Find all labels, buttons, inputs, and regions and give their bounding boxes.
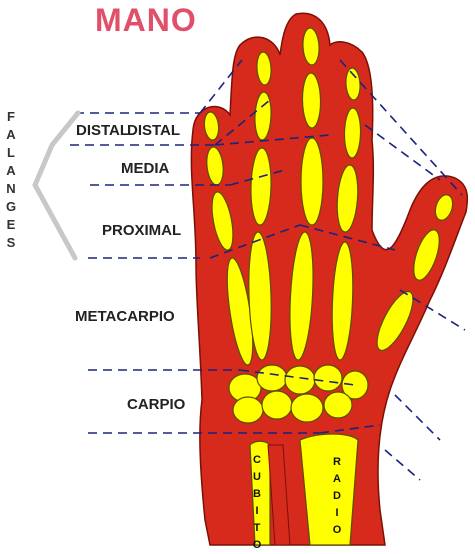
carpal-bone-8 xyxy=(291,394,323,422)
phalanges-brace xyxy=(35,113,78,258)
carpal-bone-6 xyxy=(233,397,263,423)
label-distal-2: DISTAL xyxy=(127,122,180,139)
carpal-bone-2 xyxy=(257,365,287,391)
label-cubito: C U B I T O xyxy=(251,452,263,554)
carpal-bone-3 xyxy=(285,366,315,394)
carpal-bone-7 xyxy=(262,391,292,419)
label-metacarpio: METACARPIO xyxy=(75,308,175,325)
label-media: MEDIA xyxy=(121,160,169,177)
label-distal-1: DISTAL xyxy=(76,122,129,139)
middle-proximal-bone xyxy=(301,138,323,225)
page-title: MANO xyxy=(95,2,197,39)
falanges-vertical-label: F A L A N G E S xyxy=(4,108,18,252)
carpal-bone-9 xyxy=(324,392,352,418)
label-radio: R A D I O xyxy=(331,454,343,539)
middle-middle-bone xyxy=(302,73,321,128)
radius-bone xyxy=(300,434,358,545)
index-middle-bone xyxy=(344,108,361,158)
label-carpio: CARPIO xyxy=(127,396,185,413)
label-proximal: PROXIMAL xyxy=(102,222,181,239)
carpal-bone-4 xyxy=(314,365,342,391)
